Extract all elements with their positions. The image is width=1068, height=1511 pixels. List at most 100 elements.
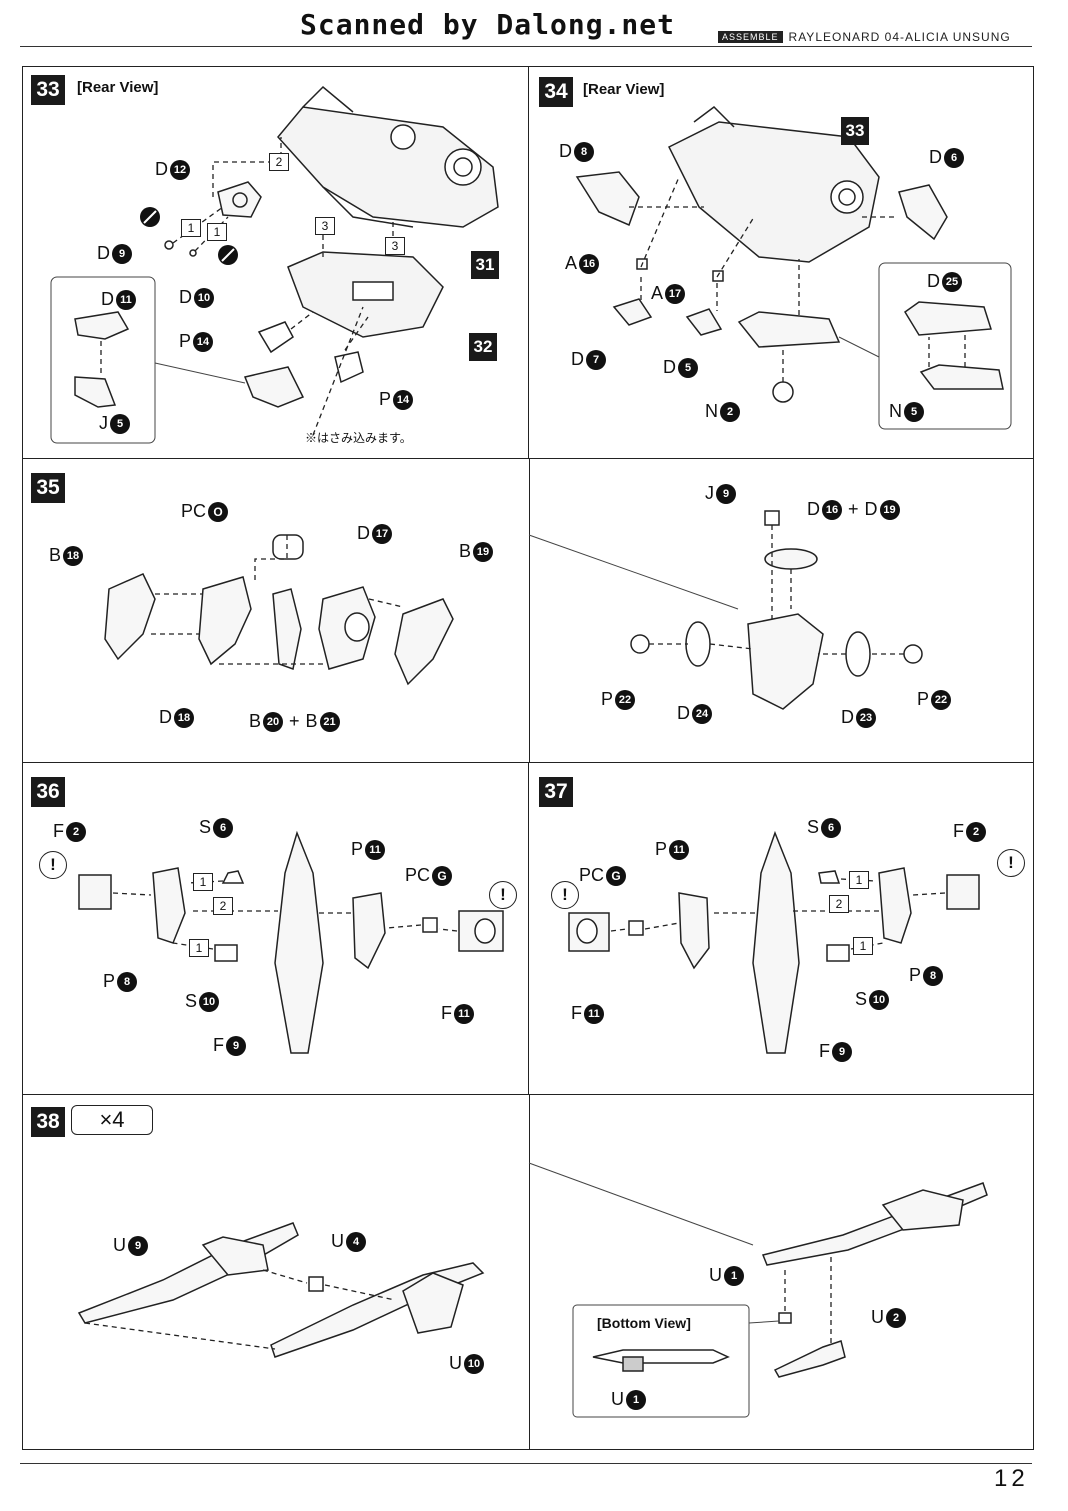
sequence-marker: 2 (829, 895, 849, 913)
step-34-panel: 34 [Rear View] (528, 66, 1034, 460)
ref-step-32: 32 (469, 333, 497, 361)
sequence-marker: 1 (181, 219, 201, 237)
sequence-marker: 3 (385, 237, 405, 255)
step-number: 33 (31, 75, 65, 105)
assemble-tag: ASSEMBLE (718, 31, 783, 43)
ref-step-31: 31 (471, 251, 499, 279)
sequence-marker: 1 (193, 873, 213, 891)
step-number: 35 (31, 473, 65, 503)
step-34-drawing (575, 106, 1012, 430)
step-number: 34 (539, 77, 573, 107)
page-number: 12 (994, 1465, 1029, 1492)
model-name: RAYLEONARD 04-ALICIA UNSUNG (788, 30, 1011, 44)
caution-icon: ! (489, 881, 517, 909)
step-35-drawing (104, 510, 923, 710)
view-label: [Rear View] (77, 79, 159, 96)
caution-icon: ! (551, 881, 579, 909)
step-number: 37 (539, 777, 573, 807)
view-label: [Rear View] (583, 81, 665, 98)
insert-note: ※はさみ込みます。 (305, 431, 412, 445)
step-36-drawing (78, 830, 504, 1054)
step-37-drawing (568, 830, 980, 1054)
caution-icon: ! (39, 851, 67, 879)
scanner-watermark: Scanned by Dalong.net (300, 8, 676, 41)
bottom-view-label: [Bottom View] (597, 1315, 691, 1331)
sequence-marker: 3 (315, 217, 335, 235)
step-33-drawing (50, 85, 499, 444)
sequence-marker: 1 (849, 871, 869, 889)
sequence-marker: 2 (269, 153, 289, 171)
sequence-marker: 1 (207, 223, 227, 241)
sequence-marker: 1 (853, 937, 873, 955)
caution-icon: ! (997, 849, 1025, 877)
header-divider (20, 46, 1032, 47)
panel-divider (529, 1095, 530, 1449)
sequence-marker: 1 (189, 939, 209, 957)
step-number: 36 (31, 777, 65, 807)
sequence-marker: 2 (213, 897, 233, 915)
quantity-multiplier: ×4 (71, 1105, 153, 1135)
step-33-panel: 33 [Rear View] (22, 66, 530, 460)
panel-divider (529, 459, 530, 763)
step-35-panel: 35 (22, 458, 1034, 764)
ref-step-33: 33 (841, 117, 869, 145)
footer-divider (20, 1463, 1032, 1464)
step-38-drawing (77, 1162, 988, 1418)
step-number: 38 (31, 1107, 65, 1137)
header-model-info: ASSEMBLE RAYLEONARD 04-ALICIA UNSUNG (718, 30, 1011, 44)
